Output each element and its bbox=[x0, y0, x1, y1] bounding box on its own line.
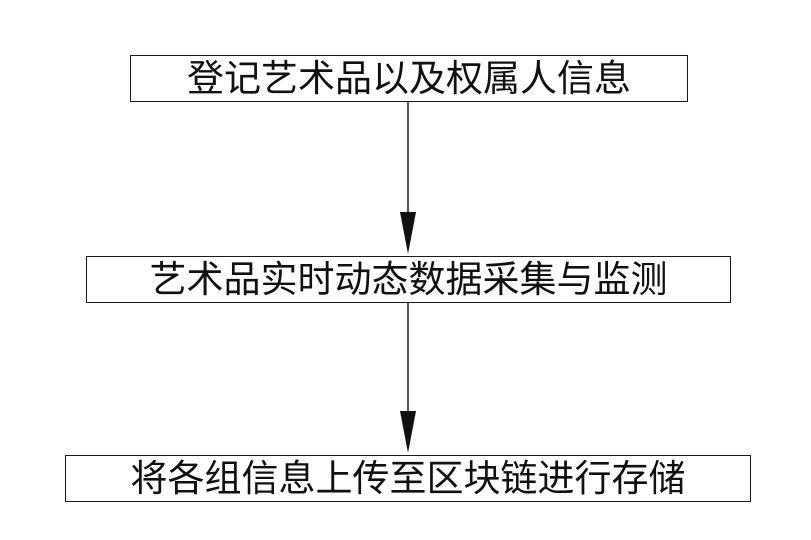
flow-step-label: 将各组信息上传至区块链进行存储 bbox=[130, 457, 686, 500]
flow-step-data-collection: 艺术品实时动态数据采集与监测 bbox=[86, 256, 731, 303]
arrow-step2-to-step3 bbox=[400, 303, 416, 453]
arrow-step1-to-step2 bbox=[400, 102, 416, 254]
flow-step-label: 艺术品实时动态数据采集与监测 bbox=[149, 258, 668, 301]
flow-step-label: 登记艺术品以及权属人信息 bbox=[187, 57, 631, 100]
flow-step-blockchain-storage: 将各组信息上传至区块链进行存储 bbox=[65, 455, 751, 502]
flow-step-register-artwork: 登记艺术品以及权属人信息 bbox=[130, 55, 688, 102]
